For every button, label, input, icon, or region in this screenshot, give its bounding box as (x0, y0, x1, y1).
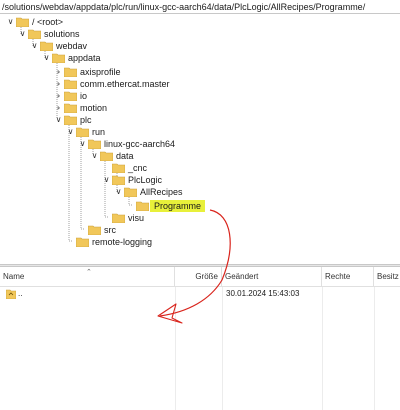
file-list-header: Name ⌃ Größe Geändert Rechte Besitz (0, 267, 400, 287)
folder-icon (88, 225, 101, 235)
folder-icon (100, 151, 113, 161)
file-row-parent[interactable]: .. 30.01.2024 15:43:03 (0, 287, 400, 301)
folder-icon (76, 237, 89, 247)
folder-icon (124, 187, 137, 197)
folder-icon (52, 53, 65, 63)
tree-node-data[interactable]: ∨ data (91, 151, 134, 161)
column-divider (175, 287, 176, 410)
tree-node-axisprofile[interactable]: › axisprofile (54, 66, 194, 78)
tree-node-programme[interactable]: Programme (126, 200, 246, 212)
tree-node-remote-logging[interactable]: remote-logging (66, 236, 206, 248)
column-header-rights[interactable]: Rechte (322, 267, 374, 287)
folder-icon (112, 175, 125, 185)
tree-node-run[interactable]: ∨ run (67, 127, 106, 137)
tree-node-plclogic[interactable]: ∨ PlcLogic (103, 175, 163, 185)
column-header-size[interactable]: Größe (175, 267, 222, 287)
file-list: Name ⌃ Größe Geändert Rechte Besitz .. 3… (0, 267, 400, 410)
tree-node-plc[interactable]: ∨ plc (55, 115, 92, 125)
file-changed: 30.01.2024 15:43:03 (226, 289, 300, 298)
file-name: .. (18, 289, 23, 298)
chevron-down-icon[interactable]: ∨ (91, 151, 98, 160)
tree-node-root[interactable]: ∨ / <root> (7, 17, 64, 27)
folder-icon (64, 91, 77, 101)
chevron-down-icon[interactable]: ∨ (43, 53, 50, 62)
chevron-down-icon[interactable]: ∨ (19, 29, 26, 38)
sort-asc-icon: ⌃ (86, 269, 92, 276)
folder-icon (136, 201, 149, 211)
folder-icon (64, 67, 77, 77)
chevron-down-icon[interactable]: ∨ (79, 139, 86, 148)
folder-icon (64, 79, 77, 89)
chevron-down-icon[interactable]: ∨ (31, 41, 38, 50)
column-divider (322, 287, 323, 410)
tree-node-solutions[interactable]: ∨ solutions (19, 29, 80, 39)
tree-node-motion[interactable]: › motion (54, 102, 154, 114)
folder-icon (64, 115, 77, 125)
tree-node-comm-ethercat-master[interactable]: › comm.ethercat.master (54, 78, 214, 90)
path-bar[interactable]: /solutions/webdav/appdata/plc/run/linux-… (0, 0, 400, 14)
folder-icon (40, 41, 53, 51)
tree-node-allrecipes[interactable]: ∨ AllRecipes (115, 187, 183, 197)
folder-icon (76, 127, 89, 137)
tree-node-src[interactable]: src (78, 224, 178, 236)
tree-node-webdav[interactable]: ∨ webdav (31, 41, 88, 51)
folder-icon (112, 163, 125, 173)
chevron-down-icon[interactable]: ∨ (103, 175, 110, 184)
chevron-down-icon[interactable]: ∨ (55, 115, 62, 124)
tree-node-linux-gcc-aarch64[interactable]: ∨ linux-gcc-aarch64 (79, 139, 176, 149)
path-text: /solutions/webdav/appdata/plc/run/linux-… (2, 2, 366, 12)
folder-icon (88, 139, 101, 149)
chevron-right-icon[interactable]: › (57, 79, 60, 88)
chevron-down-icon[interactable]: ∨ (7, 17, 14, 26)
chevron-right-icon[interactable]: › (57, 91, 60, 100)
tree-node-visu[interactable]: visu (102, 212, 202, 224)
column-divider (374, 287, 375, 410)
folder-icon (16, 17, 29, 27)
column-header-owner[interactable]: Besitz (377, 272, 399, 281)
tree-node-io[interactable]: › io (54, 90, 154, 102)
directory-tree: ∨ / <root> ∨ solutions ∨ webdav ∨ appdat… (0, 14, 400, 264)
chevron-right-icon[interactable]: › (57, 103, 60, 112)
tree-node-appdata[interactable]: ∨ appdata (43, 53, 101, 63)
folder-icon (28, 29, 41, 39)
folder-icon (64, 103, 77, 113)
chevron-down-icon[interactable]: ∨ (115, 187, 122, 196)
chevron-right-icon[interactable]: › (57, 67, 60, 76)
folder-icon (112, 213, 125, 223)
tree-node-cnc[interactable]: _cnc (102, 162, 202, 174)
column-header-changed[interactable]: Geändert (222, 267, 322, 287)
parent-folder-icon (6, 289, 16, 299)
column-divider (222, 287, 223, 410)
chevron-down-icon[interactable]: ∨ (67, 127, 74, 136)
